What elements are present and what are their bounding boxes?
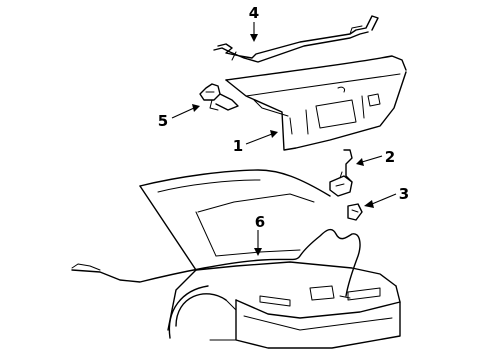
trunk-latch bbox=[329, 149, 353, 197]
callout-leaders bbox=[171, 22, 397, 256]
callout-4: 4 bbox=[249, 4, 259, 22]
torsion-bar-assembly bbox=[213, 15, 379, 63]
callout-1: 1 bbox=[233, 137, 243, 155]
callout-labels: 4 5 1 2 3 6 bbox=[158, 4, 409, 231]
trunk-hinge bbox=[199, 83, 239, 111]
release-cable bbox=[71, 228, 361, 299]
callout-3: 3 bbox=[399, 185, 409, 203]
trunk-lid bbox=[225, 55, 407, 151]
callout-6: 6 bbox=[255, 213, 265, 231]
callout-5: 5 bbox=[158, 112, 168, 130]
car-body bbox=[139, 169, 401, 349]
trunk-striker bbox=[347, 203, 363, 221]
callout-2: 2 bbox=[385, 148, 395, 166]
